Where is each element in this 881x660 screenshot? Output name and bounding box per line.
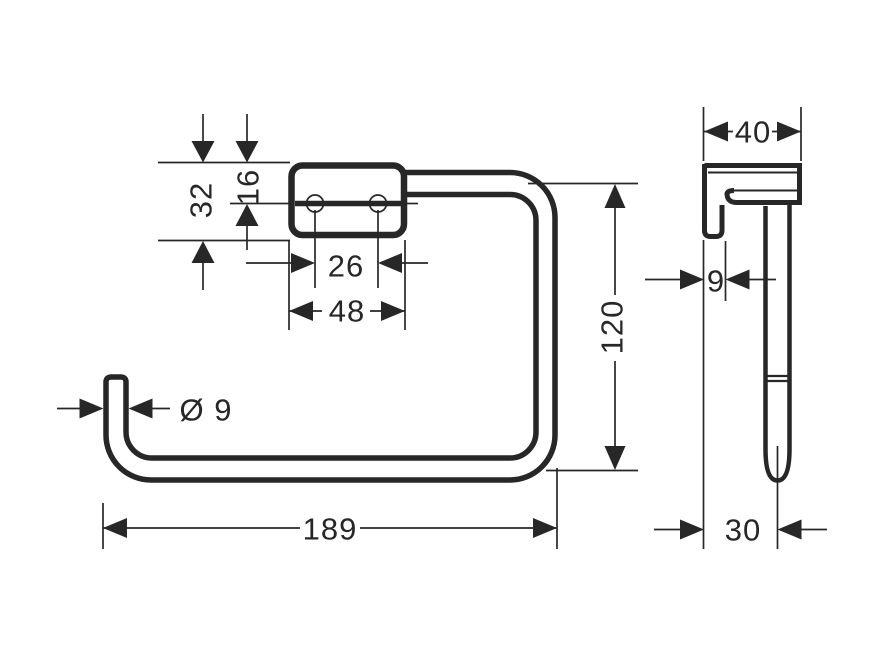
arrowhead-down [604, 446, 626, 470]
dim-depth [702, 107, 802, 161]
bracket-arm-profile [704, 163, 802, 205]
label-plate-width: 48 [329, 294, 365, 329]
arrowhead-right [79, 398, 104, 419]
label-plate-height: 32 [184, 182, 219, 218]
arrowhead-down [191, 141, 215, 163]
arrowhead-right [680, 269, 704, 290]
label-plate-thickness: 9 [707, 264, 725, 299]
dim-wall-to-bar [654, 446, 827, 549]
label-overall-height: 120 [595, 300, 630, 355]
dim-hole-spacing [246, 210, 428, 288]
label-depth: 40 [735, 115, 771, 150]
dim-plate-width [288, 240, 406, 330]
wall-plate-profile [702, 164, 725, 239]
arrowhead-up [235, 204, 259, 226]
arrowhead-down [235, 141, 259, 163]
dim-hole-to-top [230, 114, 418, 250]
dim-overall-height [528, 182, 638, 472]
arrowhead-left [777, 519, 802, 540]
arrowhead-up [191, 241, 215, 263]
label-bar-diameter: Ø 9 [180, 393, 233, 428]
label-hole-to-top: 16 [231, 169, 266, 205]
dim-plate-thickness [645, 240, 776, 549]
arrowhead-up [604, 184, 626, 208]
arrowhead-left [725, 269, 750, 290]
label-hole-spacing: 26 [328, 249, 364, 284]
dim-plate-height [158, 114, 290, 290]
arrowhead-left [128, 398, 153, 419]
label-wall-to-bar: 30 [725, 513, 761, 548]
dimension-labels: 32 16 26 48 Ø 9 189 120 40 9 30 [180, 115, 771, 548]
front-view [57, 114, 638, 549]
dim-overall-width [102, 468, 558, 549]
side-view [645, 107, 827, 549]
arrowhead-right [777, 121, 801, 142]
arrowhead-right [533, 518, 557, 538]
arrowhead-right [291, 253, 315, 273]
ring-outline [103, 169, 558, 483]
mount-plate [288, 162, 408, 239]
arrowhead-left [289, 301, 313, 321]
arrowhead-right [680, 519, 704, 540]
label-overall-width: 189 [303, 512, 358, 547]
dim-bar-diameter [57, 398, 170, 419]
arrowhead-left [378, 253, 402, 273]
arrowhead-right [381, 301, 405, 321]
arrowhead-left [704, 121, 728, 142]
arrowhead-left [103, 518, 127, 538]
